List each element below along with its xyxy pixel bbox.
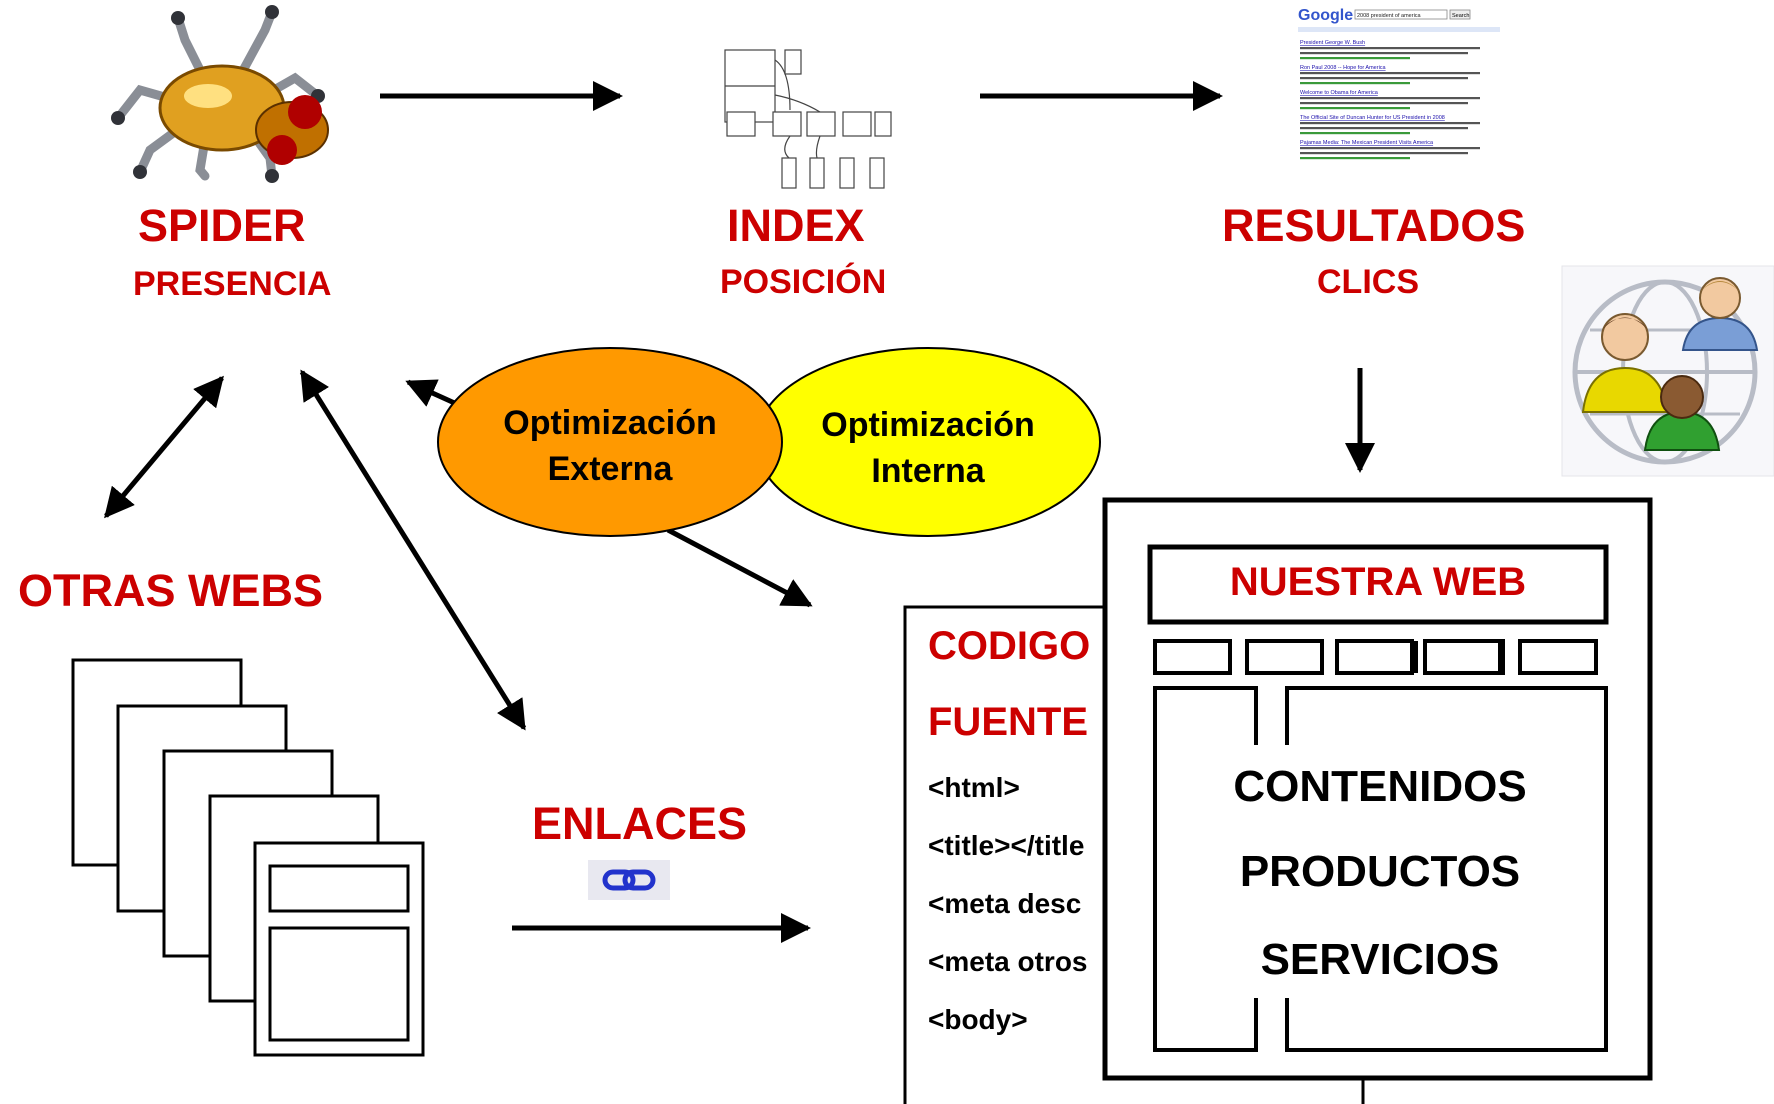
serp-result-snippet-line (1300, 157, 1410, 160)
code-line-meta-desc: <meta desc (928, 888, 1082, 919)
our-web-item-contents: CONTENIDOS (1233, 762, 1527, 811)
arrow-spider-links (299, 369, 527, 731)
spider-subtitle: PRESENCIA (133, 265, 332, 303)
code-line-meta-other: <meta otros (928, 946, 1088, 977)
optimization-external-line2: Externa (547, 450, 673, 488)
ellipse-external (437, 347, 783, 537)
serp-result-snippet-line (1300, 77, 1468, 80)
serp-result-snippet-line (1300, 102, 1468, 105)
serp-search-box (1354, 9, 1448, 20)
code-line-html: <html> (928, 772, 1020, 803)
index-title: INDEX (727, 200, 865, 251)
serp-result-snippet-line (1300, 52, 1468, 55)
code-line-title: <title></title (928, 830, 1085, 861)
optimization-internal-label: Optimización Interna (790, 402, 1066, 494)
chain-link-icon (588, 860, 670, 900)
google-results-thumbnail: Google 2008 president of america Search (1298, 7, 1500, 32)
our-web-item-products: PRODUCTOS (1239, 847, 1521, 896)
serp-result-snippet-line (1300, 152, 1468, 155)
users-globe-icon (1561, 265, 1774, 477)
source-code-title-line2: FUENTE (928, 700, 1088, 744)
index-subtitle: POSICIÓN (720, 263, 887, 301)
serp-query: 2008 president of america (1357, 13, 1422, 19)
results-subtitle: CLICS (1317, 263, 1419, 301)
results-title: RESULTADOS (1222, 200, 1526, 251)
optimization-external-label: Optimización Externa (472, 400, 748, 492)
serp-result-snippet-line (1300, 122, 1480, 125)
index-structure-icon (724, 49, 892, 189)
serp-result-snippet-line (1300, 107, 1410, 110)
serp-result-snippet-line (1300, 72, 1480, 75)
serp-result-snippet-line (1300, 97, 1480, 100)
serp-result-title: Welcome to Obama for America (1300, 90, 1379, 96)
source-code-content: CODIGO FUENTE <html> <title></title <met… (906, 608, 1102, 1102)
serp-result-snippet-line (1300, 127, 1468, 130)
serp-result-snippet-line (1300, 82, 1410, 85)
serp-result-snippet-line (1300, 57, 1410, 60)
optimization-internal-line1: Optimización (821, 406, 1035, 444)
serp-result-title: President George W. Bush (1300, 40, 1365, 46)
links-title: ENLACES (532, 798, 748, 849)
other-webs-pages (71, 658, 425, 1057)
optimization-internal-line2: Interna (871, 452, 985, 490)
serp-result-title: Ron Paul 2008 -- Hope for America (1300, 65, 1387, 71)
source-code-title-line1: CODIGO (928, 624, 1091, 668)
google-logo: Google (1298, 7, 1353, 24)
serp-result-snippet-line (1300, 47, 1480, 50)
serp-search-button (1449, 9, 1471, 20)
serp-result-title: Pajamas Media: The Mexican President Vis… (1300, 140, 1434, 146)
other-webs-title: OTRAS WEBS (18, 565, 324, 616)
serp-result-snippet-line (1300, 147, 1480, 150)
serp-result-title: The Official Site of Duncan Hunter for U… (1300, 115, 1445, 121)
our-web-item-services: SERVICIOS (1260, 935, 1500, 984)
our-web-frame (1102, 497, 1653, 1081)
code-line-body: <body> (928, 1004, 1028, 1035)
spider-robot-icon (111, 5, 329, 183)
our-web-title: NUESTRA WEB (1229, 560, 1527, 604)
arrow-optimization-code (666, 527, 813, 608)
optimization-external-line1: Optimización (503, 404, 717, 442)
arrow-spider-otherwebs (104, 375, 224, 519)
serp-result-snippet-line (1300, 132, 1410, 135)
serp-search-button-label: Search (1452, 13, 1469, 19)
spider-title: SPIDER (138, 200, 306, 251)
